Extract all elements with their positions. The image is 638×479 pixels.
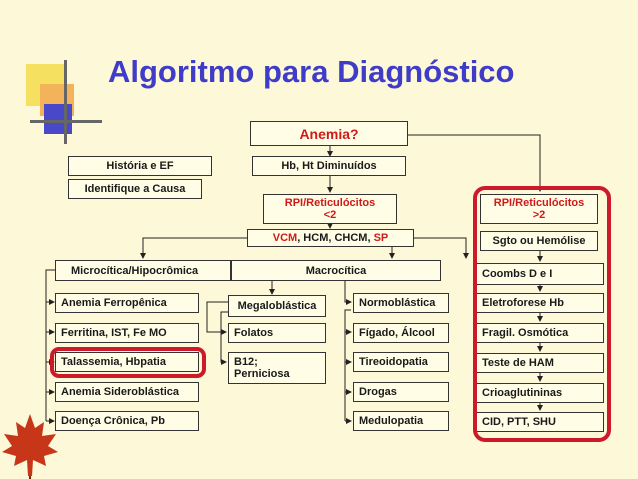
node-coombs: Coombs D e I bbox=[476, 263, 604, 285]
vcm-label: VCM bbox=[272, 232, 298, 244]
node-b12: B12; Perniciosa bbox=[228, 352, 326, 384]
node-tireoidopatia: Tireoidopatia bbox=[353, 352, 449, 372]
node-rpi-low: RPI/Reticulócitos <2 bbox=[263, 194, 397, 224]
node-anemia: Anemia? bbox=[250, 121, 408, 146]
node-macrocitica: Macrocítica bbox=[231, 260, 441, 281]
node-megaloblastica: Megaloblástica bbox=[228, 295, 326, 317]
rpi-high-line1: RPI/Reticulócitos bbox=[493, 197, 585, 209]
b12-line2: Perniciosa bbox=[234, 368, 290, 380]
node-crioaglutininas: Crioaglutininas bbox=[476, 383, 604, 403]
node-historia: História e EF bbox=[68, 156, 212, 176]
highlight-right-column bbox=[473, 186, 611, 442]
rpi-high-line2: >2 bbox=[532, 209, 546, 221]
node-fragil-osmotica: Fragil. Osmótica bbox=[476, 323, 604, 343]
decor-square-blue bbox=[44, 104, 72, 134]
node-cid-ptt-shu: CID, PTT, SHU bbox=[476, 412, 604, 432]
node-vcm: VCM, HCM, CHCM, SP bbox=[247, 229, 414, 247]
node-eletroforese: Eletroforese Hb bbox=[476, 293, 604, 313]
decor-line-vertical bbox=[64, 60, 67, 144]
sp-label: SP bbox=[373, 232, 389, 244]
rpi-low-line2: <2 bbox=[323, 209, 337, 221]
rpi-low-line1: RPI/Reticulócitos bbox=[284, 197, 376, 209]
decor-line-horizontal bbox=[30, 120, 102, 123]
node-doenca-cronica: Doença Crônica, Pb bbox=[55, 411, 199, 431]
hcm-chcm-label: , HCM, CHCM, bbox=[297, 232, 374, 244]
node-microcitica: Microcítica/Hipocrômica bbox=[55, 260, 231, 281]
node-ferritina: Ferritina, IST, Fe MO bbox=[55, 323, 199, 343]
page-title: Algoritmo para Diagnóstico bbox=[108, 54, 515, 89]
maple-leaf-icon bbox=[2, 414, 58, 479]
node-folatos: Folatos bbox=[228, 323, 326, 343]
node-identifique-causa: Identifique a Causa bbox=[68, 179, 202, 199]
node-anemia-ferropenica: Anemia Ferropênica bbox=[55, 293, 199, 313]
node-rpi-high: RPI/Reticulócitos >2 bbox=[480, 194, 598, 224]
b12-line1: B12; bbox=[234, 356, 258, 368]
node-drogas: Drogas bbox=[353, 382, 449, 402]
node-sgto-hemolise: Sgto ou Hemólise bbox=[480, 231, 598, 251]
node-talassemia: Talassemia, Hbpatia bbox=[55, 352, 199, 372]
highlight-talassemia bbox=[50, 347, 206, 378]
node-figado-alcool: Fígado, Álcool bbox=[353, 323, 449, 343]
node-medulopatia: Medulopatia bbox=[353, 411, 449, 431]
node-hb-ht: Hb, Ht Diminuídos bbox=[252, 156, 406, 176]
node-anemia-sideroblastica: Anemia Sideroblástica bbox=[55, 382, 199, 402]
node-normoblastica: Normoblástica bbox=[353, 293, 449, 313]
